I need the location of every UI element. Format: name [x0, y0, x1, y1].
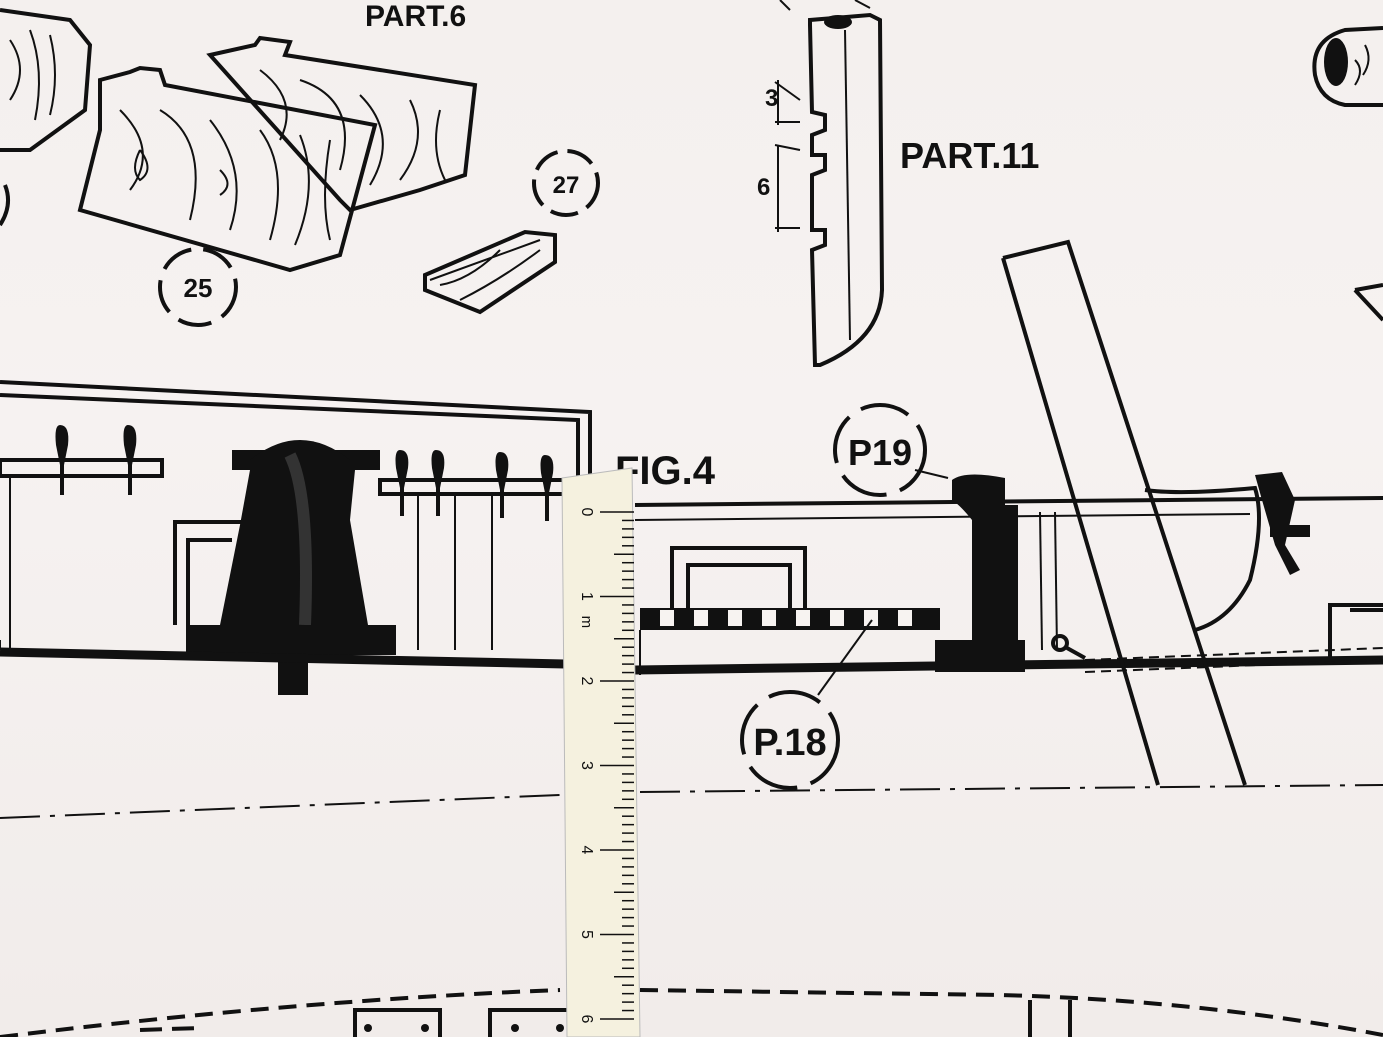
- cylinder-fragment: [1312, 26, 1383, 107]
- part-number-25: 25: [184, 273, 213, 303]
- scale-ruler: 0 1 2 3 4 5 6 m: [561, 467, 641, 1037]
- part6-label: PART.6: [365, 0, 466, 33]
- p19-label: P19: [848, 432, 912, 473]
- ruler-tick-label: 6: [578, 1015, 595, 1024]
- part6-planks: [0, 8, 600, 327]
- ruler-unit: m: [578, 616, 595, 629]
- part11-post: [774, 0, 885, 367]
- dimension-6: 6: [757, 174, 770, 201]
- ruler-tick-label: 2: [578, 677, 595, 686]
- ruler-tick-label: 3: [578, 761, 595, 770]
- part-number-27: 27: [553, 172, 580, 199]
- ruler-tick-label: 5: [578, 930, 595, 939]
- ruler-tick-label: 4: [578, 846, 595, 855]
- p18-label: P.18: [753, 722, 826, 764]
- fig4-deck-plan: [0, 239, 1383, 1037]
- ruler-tick-label: 1: [578, 592, 595, 601]
- dimension-3: 3: [765, 85, 778, 112]
- ruler-tick-label: 0: [578, 508, 595, 517]
- edge-fragment: [1353, 283, 1383, 322]
- part11-label: PART.11: [900, 135, 1039, 176]
